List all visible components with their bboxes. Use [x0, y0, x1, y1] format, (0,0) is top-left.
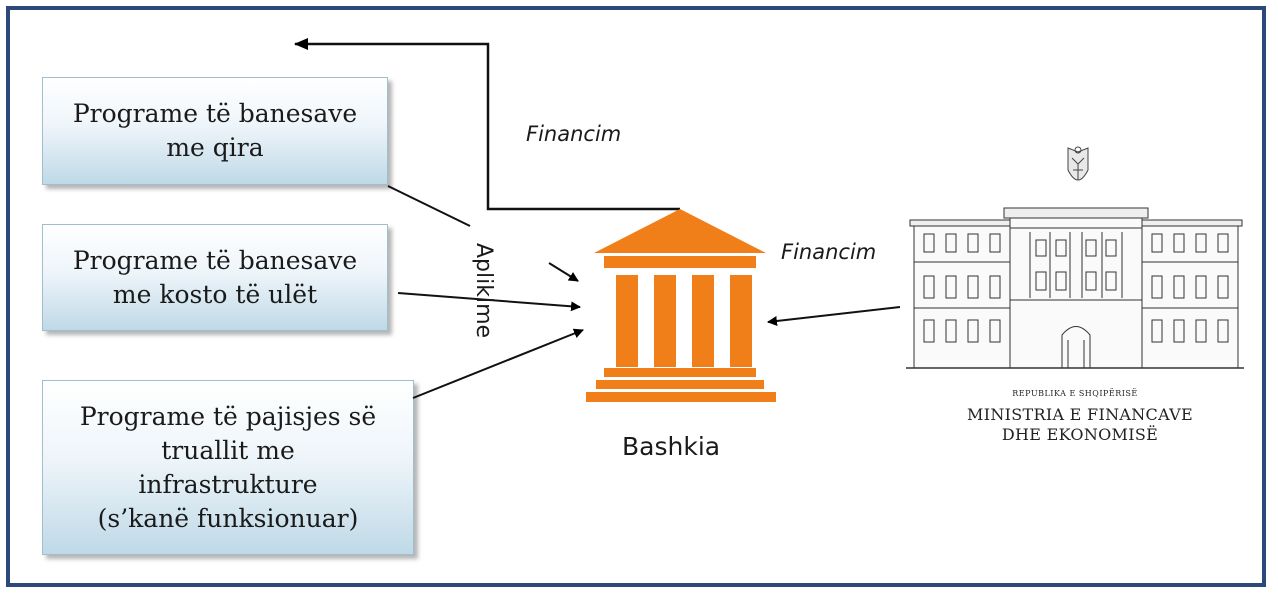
program-line: me kosto të ulët: [112, 279, 318, 309]
program-line: truallit me: [161, 435, 295, 465]
ministry-name-line2: DHE EKONOMISË: [1001, 425, 1159, 444]
republic-label: REPUBLIKA E SHQIPËRISË: [1012, 389, 1138, 398]
coat-of-arms-icon: [1067, 146, 1089, 181]
program-box-low-cost-housing: Programe të banesave me kosto të ulët: [42, 224, 388, 331]
program-box-rental-housing: Programe të banesave me qira: [42, 77, 388, 185]
funding-arrow-top: [294, 38, 680, 211]
connector-box1: [387, 185, 471, 227]
program-line: Programe të pajisjes së: [79, 401, 377, 431]
program-line: (s’kanë funksionuar): [97, 503, 359, 533]
application-arrow-1: [548, 262, 579, 282]
program-line: Programe të banesave: [72, 99, 358, 128]
program-line: infrastrukture: [138, 469, 318, 499]
aplikime-label: Aplikime: [471, 243, 496, 339]
ministry-name-line1: MINISTRIA E FINANCAVE: [967, 405, 1193, 424]
funding-arrow-ministry: [767, 306, 901, 326]
program-box-land-infrastructure: Programe të pajisjes së truallit me infr…: [42, 380, 414, 555]
financim-label-right: Financim: [781, 240, 877, 264]
financim-label-top: Financim: [526, 122, 622, 146]
bank-temple-icon: [586, 209, 776, 402]
ministry-building-icon: [906, 207, 1244, 369]
application-arrow-3: [412, 328, 584, 399]
application-arrow-2: [397, 292, 581, 312]
program-line: Programe të banesave: [72, 245, 358, 275]
bashkia-label: Bashkia: [622, 432, 721, 461]
program-line: me qira: [166, 133, 264, 162]
